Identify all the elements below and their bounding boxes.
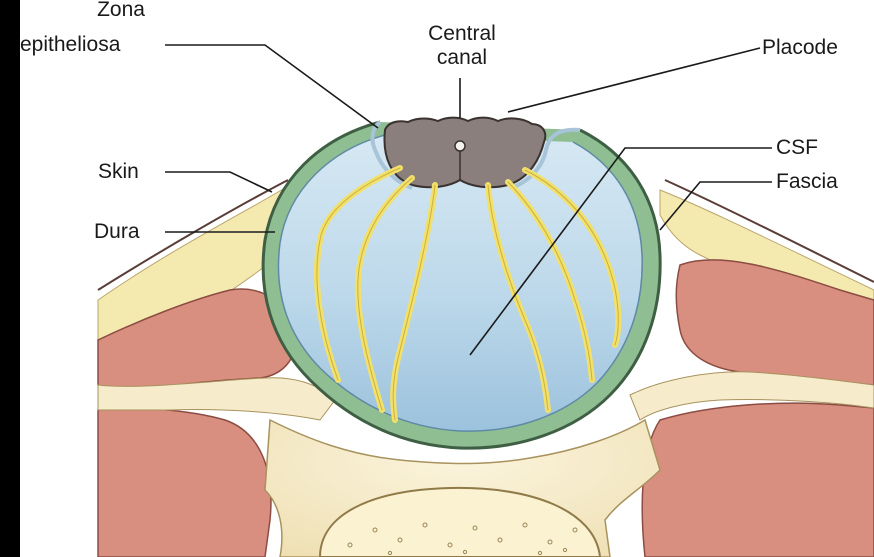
label-zona-line: Zona bbox=[76, 0, 166, 22]
label-central-canal: Central canal bbox=[412, 22, 512, 70]
label-csf: CSF bbox=[776, 136, 818, 160]
deep-muscle-right bbox=[642, 403, 874, 557]
label-zona-epitheliosa-text: epitheliosa bbox=[20, 33, 120, 57]
leader-placode bbox=[508, 48, 760, 112]
central-canal-dot bbox=[455, 141, 465, 151]
label-skin: Skin bbox=[98, 160, 139, 184]
label-dura: Dura bbox=[94, 220, 140, 244]
leader-zona-epitheliosa bbox=[165, 45, 378, 128]
label-zona-epitheliosa: Zona bbox=[76, 0, 166, 22]
leader-skin bbox=[165, 172, 272, 192]
myelomeningocele-cross-section bbox=[20, 0, 874, 557]
label-placode: Placode bbox=[762, 36, 838, 60]
label-fascia: Fascia bbox=[776, 170, 838, 194]
placode bbox=[384, 118, 545, 188]
deep-muscle-left bbox=[98, 408, 271, 557]
diagram-panel: Zona epitheliosa Central canal Placode S… bbox=[20, 0, 874, 557]
